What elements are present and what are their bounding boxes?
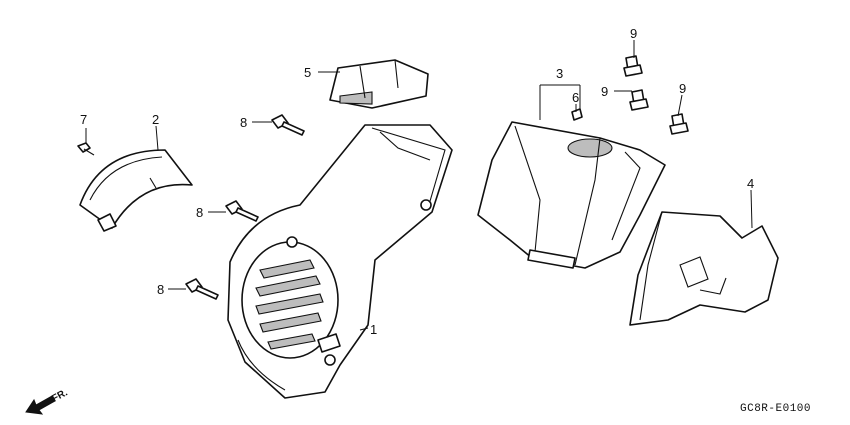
front-direction-arrow-icon: [25, 395, 56, 415]
callout-6: 6: [572, 90, 579, 105]
bolt-9-right: [669, 113, 689, 135]
screw-7: [77, 142, 95, 156]
bolt-8-middle: [225, 200, 259, 222]
bolt-8-lower: [185, 278, 219, 300]
shroud-3: [477, 121, 666, 269]
bolt-9-middle: [629, 89, 649, 111]
callout-7: 7: [80, 112, 87, 127]
callout-2: 2: [152, 112, 159, 127]
callout-5: 5: [304, 65, 311, 80]
callout-9-top: 9: [630, 26, 637, 41]
leader-lines: [85, 40, 753, 331]
fan-cover-1: [227, 124, 453, 399]
side-panel-4: [629, 211, 779, 326]
duct-5: [329, 59, 429, 109]
callout-9-middle: 9: [601, 84, 608, 99]
callout-1: 1: [370, 322, 377, 337]
bolt-9-top: [623, 55, 643, 77]
callout-8-upper: 8: [240, 115, 247, 130]
callout-9-right: 9: [679, 81, 686, 96]
clip-6: [571, 108, 583, 121]
front-direction-label: FR.: [50, 387, 70, 404]
bolt-8-upper: [271, 114, 305, 136]
callout-3: 3: [556, 66, 563, 81]
callout-8-lower: 8: [157, 282, 164, 297]
callout-4: 4: [747, 176, 754, 191]
fan-grille: [255, 259, 324, 350]
callout-8-middle: 8: [196, 205, 203, 220]
curved-cover-2: [79, 149, 193, 232]
diagram-code: GC8R-E0100: [740, 403, 811, 415]
